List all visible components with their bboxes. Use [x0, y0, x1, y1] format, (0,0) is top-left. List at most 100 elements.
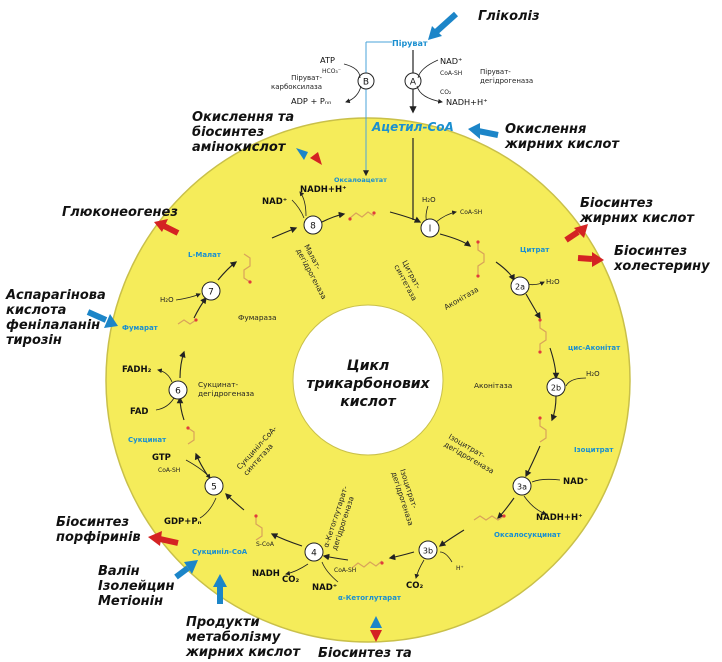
co2-3b-arrow [414, 559, 425, 579]
fa-synth-line-1: Біосинтез [580, 196, 653, 211]
arrow-6-to-fumarate [179, 350, 186, 379]
nadh-4: NADH [252, 569, 280, 579]
coash-5: CoA-SH [158, 467, 180, 474]
h2o-7-arrow [175, 293, 201, 301]
pc-side-arrow-out [345, 85, 362, 104]
o-dot-3 [476, 240, 480, 244]
akg-skeleton [351, 560, 383, 569]
fa-products-line-2: метаболізму [186, 630, 281, 645]
center-title-line-2: трикарбонових [306, 376, 430, 392]
step-1-circle [420, 218, 440, 238]
o-dot-7 [538, 416, 542, 420]
coash-1: CoA-SH [460, 209, 482, 216]
pdh-enzyme-line-2: дегідрогеназа [480, 77, 533, 85]
step-3b: 3b [418, 540, 438, 560]
step-2a-label: 2a [515, 283, 525, 292]
arrow-citrate-to-2a [495, 261, 515, 282]
acetyl-coa-label: Ацетил-CoA [371, 120, 454, 134]
fa-synth-arrow-head [574, 224, 588, 238]
arrow-7-to-malate [217, 261, 238, 281]
malate-label: L-Малат [188, 251, 222, 259]
fatty-acid-ox-arrow-head [468, 123, 480, 139]
aspartate-line-2: кислота [6, 303, 66, 318]
fa-products-line-3: жирних кислот [185, 645, 301, 660]
oxalosuccinate-label: Оксалосукцинат [494, 531, 562, 539]
center-title-line-3: кислот [340, 394, 396, 410]
metabolite-labels: Цитрат цис-Аконітат Ізоцитрат Оксалосукц… [122, 246, 621, 602]
step-3a-circle [512, 476, 532, 496]
fad-6: FAD [130, 407, 148, 417]
gluconeogenesis-arrow [162, 223, 180, 236]
o-dot-2 [348, 217, 352, 221]
chol-arrow-head [592, 252, 604, 267]
pyruvate-section: Гліколіз Піруват A NAD⁺ CoA-SH Піруват- … [192, 9, 620, 220]
sdh-l2: дегідрогеназа [198, 389, 254, 398]
step-3a-label: 3a [517, 483, 527, 492]
nad-3a-arrow [531, 478, 561, 483]
h-3b-arrow [439, 551, 453, 563]
pyruvate-label: Піруват [392, 38, 428, 48]
coash-1-arrow [435, 210, 457, 223]
bottom-arrow-up [370, 616, 382, 628]
h2o-1: H₂O [422, 196, 436, 204]
akg-label: α-Кетоглутарат [338, 594, 402, 602]
step-5-circle [204, 476, 224, 496]
oxygen-dots [186, 211, 542, 565]
nad-8-arrow [291, 199, 305, 219]
pc-hco3: HCO₃⁻ [322, 68, 341, 75]
step-b-label: B [363, 78, 369, 88]
fadh2-6-arrow [157, 368, 173, 383]
step-6-circle [168, 380, 188, 400]
step-2b-circle [546, 377, 566, 397]
step-2a-circle [510, 276, 530, 296]
porphyrin-arrow [159, 536, 179, 546]
cis-aconitate-label: цис-Аконітат [568, 344, 621, 352]
step-3b-circle [418, 540, 438, 560]
fumarate-skeleton [177, 319, 197, 325]
pdh-side-arrow-out [416, 85, 443, 104]
pdh-side-arrow-in [417, 59, 439, 79]
step-7: 7 [201, 281, 221, 301]
val-line-3: Метіонін [98, 594, 163, 609]
o-dot-5 [538, 318, 542, 322]
cofactor-arrows [155, 191, 587, 583]
o-dot-1 [372, 211, 376, 215]
gluconeogenesis-arrow-head [154, 219, 168, 232]
co2-4: CO₂ [282, 575, 299, 585]
aspartate-line-3: фенілаланін [6, 318, 100, 333]
pdh-co2: CO₂ [440, 89, 452, 96]
fad-6-arrow [155, 397, 175, 411]
step-b-circle [357, 72, 375, 90]
val-arrow-head [184, 560, 198, 574]
co2-3b: CO₂ [406, 581, 423, 591]
arrow-2a-to-cisacon [525, 293, 541, 320]
nad-4: NAD⁺ [312, 583, 337, 593]
arrow-akg-to-4 [322, 553, 349, 561]
pdh-coash: CoA-SH [440, 70, 462, 77]
pc-enzyme-line-2: карбоксилаза [271, 83, 322, 91]
o-dot-6 [538, 350, 542, 354]
glycolysis-arrow [433, 11, 459, 35]
chol-line-2: холестерину [613, 259, 710, 274]
step-4-circle [304, 542, 324, 562]
arrow-8-to-oxalo [321, 211, 346, 223]
arrow-fumarate-to-7 [193, 296, 207, 319]
fa-synth-arrow [564, 229, 580, 243]
citrate-skeleton [477, 242, 485, 274]
fumarate-label: Фумарат [122, 324, 159, 332]
h-3b: H⁺ [456, 565, 464, 572]
aspartate-arrow-head [104, 314, 118, 328]
aspartate-arrow [86, 309, 108, 323]
fa-products-arrow-head [213, 574, 227, 587]
step-a-circle [404, 72, 422, 90]
nadh-3a: NADH+H⁺ [536, 513, 583, 523]
step-7-circle [201, 281, 221, 301]
cycle-ring-hole [292, 304, 444, 456]
h2o-2b-arrow [565, 377, 587, 387]
coash-4: CoA-SH [334, 567, 356, 574]
arrow-malate-to-8 [271, 226, 298, 239]
o-dot-4 [476, 274, 480, 278]
pc-adp: ADP + Pₙₙ [291, 96, 331, 106]
step-8: 8 [303, 215, 323, 235]
